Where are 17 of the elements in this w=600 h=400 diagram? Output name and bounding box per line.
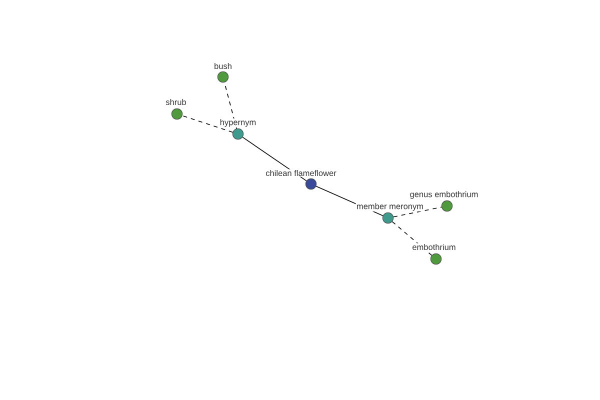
- node-label: hypernym: [219, 118, 257, 128]
- graph-node: [382, 212, 394, 224]
- graph-node: [441, 200, 453, 212]
- node-label: bush: [213, 62, 233, 70]
- graph-node: [430, 253, 442, 265]
- node-label: shrub: [165, 98, 187, 106]
- connector-line: [392, 221, 432, 256]
- node-label: chilean flameflower: [264, 169, 338, 177]
- node-label: member meronym: [356, 202, 424, 212]
- graph-node: [217, 71, 229, 83]
- graph-node: [232, 128, 244, 140]
- connector-line: [393, 206, 442, 218]
- connector-line: [182, 115, 234, 133]
- graph-node: [171, 108, 183, 120]
- node-label: embothrium: [412, 243, 456, 251]
- graph-node: [305, 178, 317, 190]
- node-label: genus embothrium: [409, 190, 479, 200]
